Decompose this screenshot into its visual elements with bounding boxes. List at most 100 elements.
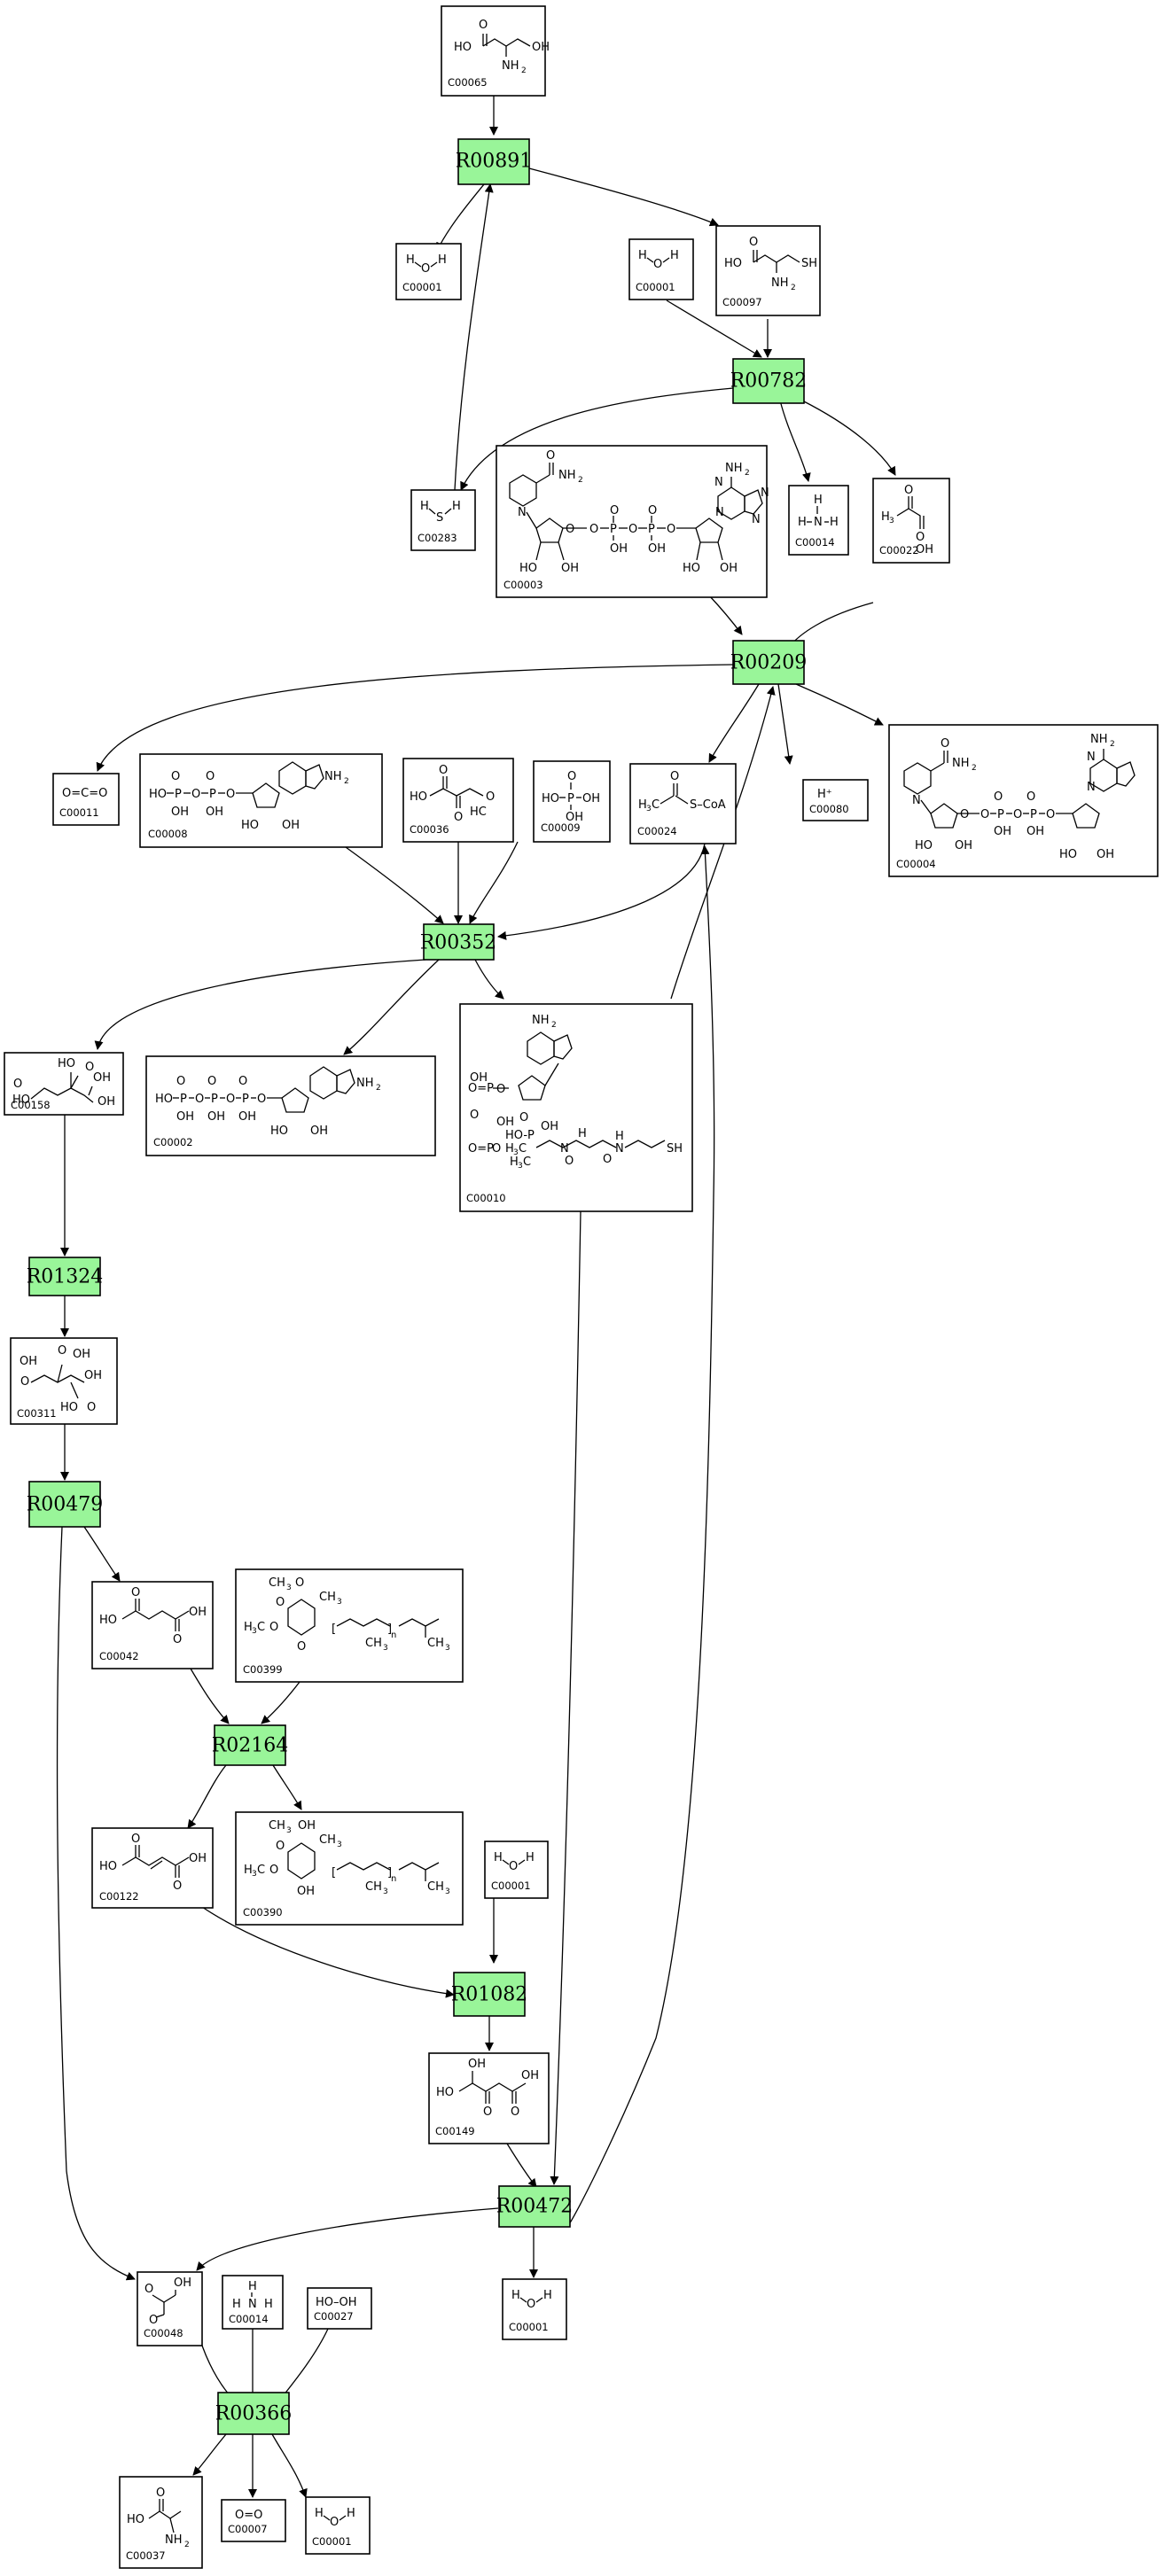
compound-id: C00002 (153, 1136, 193, 1148)
compound-node-water[interactable]: HOH C00001 (628, 238, 694, 300)
svg-text:P: P (1030, 808, 1037, 821)
svg-text:O: O (156, 2487, 165, 2500)
edge (94, 959, 426, 1050)
reaction-node[interactable]: R01324 (27, 1257, 104, 1296)
reaction-node[interactable]: R00209 (730, 640, 808, 685)
compound-node-cysteine[interactable]: O HO SH NH 2 C00097 (715, 225, 821, 316)
svg-text:N: N (715, 506, 724, 519)
svg-text:N: N (615, 1142, 624, 1156)
compound-node-oxygen[interactable]: O=O C00007 (221, 2499, 286, 2542)
svg-text:CH: CH (365, 1880, 382, 1894)
edges (56, 96, 896, 2498)
reaction-node[interactable]: R02164 (212, 1724, 289, 1766)
svg-text:2: 2 (376, 1084, 381, 1093)
reaction-node[interactable]: R00891 (456, 138, 533, 185)
edge (566, 845, 715, 2228)
compound-id: C00158 (11, 1099, 51, 1111)
compound-node-hydrogen-sulfide[interactable]: HSH C00283 (410, 489, 476, 551)
compound-id: C00037 (126, 2549, 166, 2562)
reaction-node[interactable]: R00472 (496, 2185, 574, 2228)
reaction-node[interactable]: R01082 (451, 1972, 528, 2017)
svg-text:P: P (180, 1093, 187, 1106)
compound-node-water[interactable]: HOH C00001 (305, 2496, 371, 2555)
svg-text:OH: OH (98, 1095, 115, 1109)
edge (272, 1764, 302, 1810)
reaction-label: R00782 (730, 370, 808, 393)
svg-text:O: O (904, 484, 913, 497)
edge (343, 959, 440, 1055)
reaction-node[interactable]: R00352 (420, 923, 497, 961)
svg-text:N: N (761, 486, 769, 500)
compound-node-water[interactable]: HOH C00001 (484, 1841, 549, 1899)
svg-text:]: ] (387, 1866, 392, 1879)
svg-text:OH: OH (297, 1885, 315, 1898)
compound-id: C00399 (243, 1663, 283, 1676)
reaction-node[interactable]: R00479 (27, 1481, 104, 1528)
svg-text:NH: NH (165, 2533, 183, 2547)
svg-text:O: O (519, 1111, 528, 1125)
compound-id: C00311 (17, 1407, 57, 1420)
svg-text:OH: OH (610, 542, 628, 556)
svg-text:H: H (798, 516, 807, 529)
svg-text:OH: OH (994, 825, 1011, 838)
svg-text:HO: HO (410, 790, 427, 804)
compound-node-co2[interactable]: O=C=O C00011 (52, 773, 120, 826)
svg-text:O: O (603, 1153, 612, 1166)
svg-text:2: 2 (745, 469, 750, 478)
reaction-node[interactable]: R00366 (215, 2392, 293, 2435)
compound-node-serine[interactable]: O HO OH NH 2 C00065 (441, 5, 550, 97)
svg-text:N: N (560, 1142, 569, 1156)
svg-text:O: O (492, 1142, 501, 1156)
compound-node-water[interactable]: HOH C00001 (502, 2278, 567, 2340)
svg-text:OH: OH (561, 562, 579, 575)
compound-node-hydrogen-ion[interactable]: H⁺ C00080 (802, 779, 869, 821)
reaction-node[interactable]: R00782 (730, 358, 808, 404)
structure-hydrogen-sulfide: HSH (420, 500, 461, 525)
svg-text:OH: OH (916, 543, 933, 556)
compound-node-water[interactable]: HOH C00001 (395, 243, 462, 300)
svg-text:n: n (391, 1874, 396, 1884)
compound-node-hydrogen-peroxide[interactable]: HO–OH C00027 (307, 2287, 372, 2330)
svg-text:P: P (610, 523, 617, 536)
compound-id: C00024 (637, 825, 677, 837)
svg-text:OH: OH (1026, 825, 1044, 838)
svg-text:O: O (511, 2105, 519, 2119)
svg-text:NH: NH (558, 469, 576, 482)
svg-text:NH: NH (502, 59, 519, 73)
svg-text:H: H (638, 798, 647, 812)
compound-node-phosphate[interactable]: O HO P OH OH C00009 (533, 760, 611, 843)
compound-id: C00001 (491, 1879, 531, 1892)
svg-text:HO: HO (1059, 848, 1077, 861)
svg-text:3: 3 (518, 1162, 523, 1171)
svg-text:O: O (454, 811, 463, 824)
svg-text:N: N (1087, 751, 1096, 764)
compound-id: C00390 (243, 1906, 283, 1918)
svg-text:2: 2 (344, 777, 349, 786)
svg-text:3: 3 (337, 1841, 342, 1849)
svg-text:O: O (749, 236, 758, 249)
formula: O=O (235, 2509, 262, 2522)
